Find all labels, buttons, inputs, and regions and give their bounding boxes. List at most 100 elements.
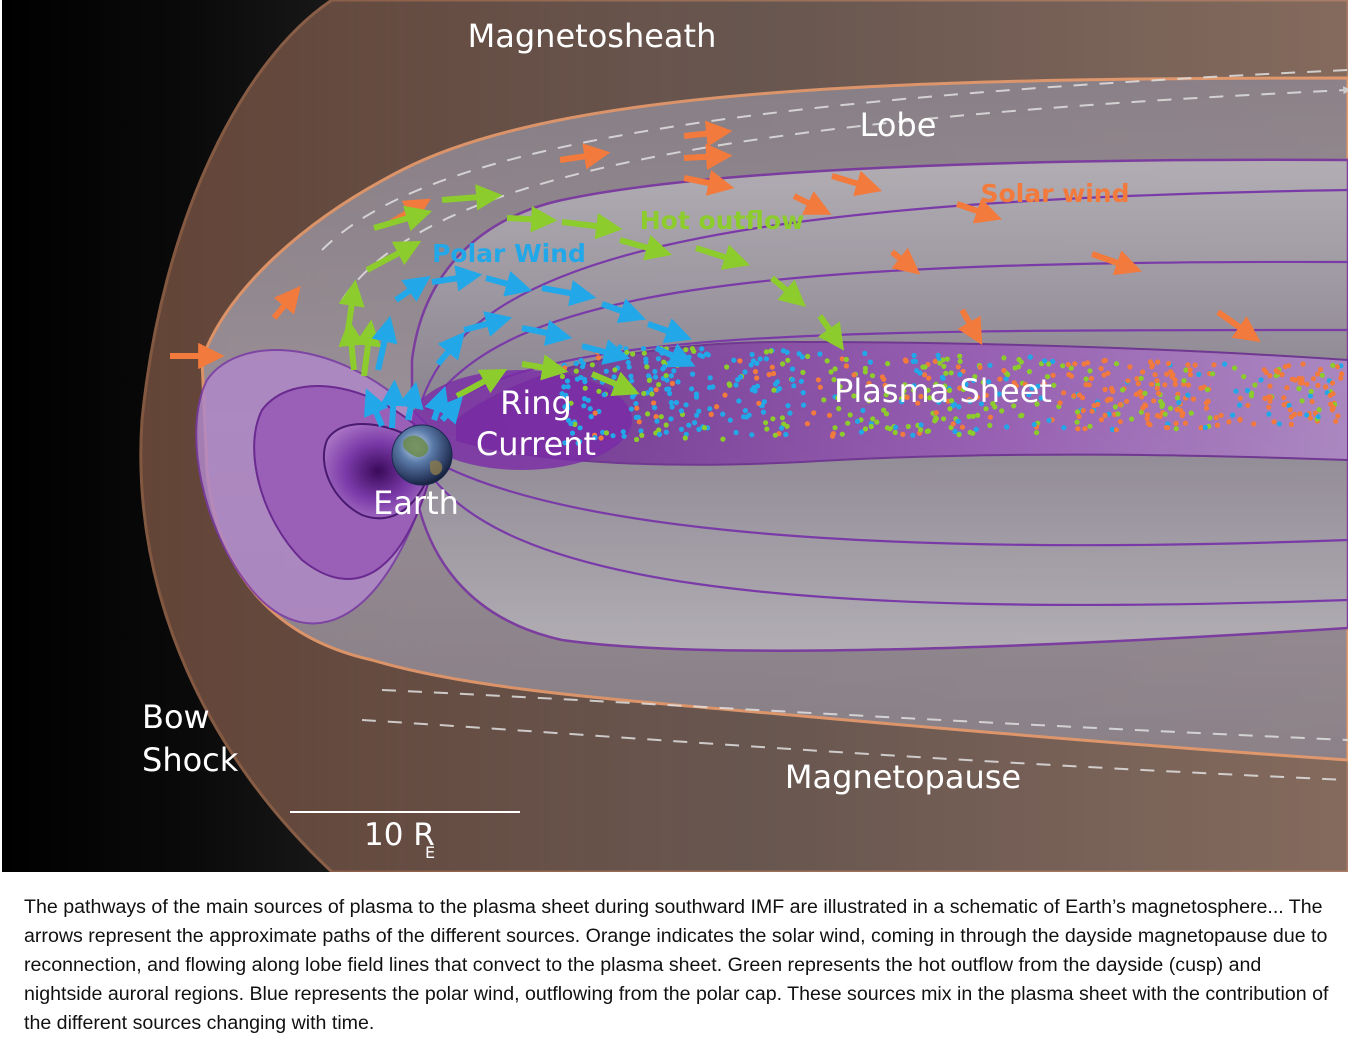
plasma-particle — [640, 346, 647, 352]
plasma-particle — [674, 362, 681, 368]
plasma-particle — [1173, 426, 1179, 432]
plasma-particle — [960, 386, 967, 393]
plasma-particle — [651, 400, 657, 406]
polar-wind-arrow — [435, 331, 465, 366]
plasma-particle — [1082, 426, 1088, 432]
plasma-particle — [1168, 369, 1174, 375]
polar-wind-arrow — [371, 315, 398, 371]
plasma-particle — [1098, 365, 1104, 372]
plasma-particle — [831, 377, 837, 383]
plasma-particle — [1333, 418, 1339, 424]
plasma-particle — [948, 370, 954, 376]
plasma-particle — [682, 435, 688, 441]
label-solar-wind: Solar wind — [980, 179, 1129, 208]
plasma-particle — [1018, 413, 1024, 419]
plasma-particle — [893, 424, 899, 430]
plasma-particle — [1266, 411, 1272, 417]
hot-outflow-arrow — [521, 354, 569, 381]
plasma-particle — [975, 412, 981, 418]
plasma-particle — [1327, 392, 1333, 399]
plasma-particle — [1044, 374, 1051, 380]
hot-outflow-arrow — [561, 213, 623, 240]
polar-wind-arrow — [397, 381, 424, 421]
plasma-particle — [1149, 381, 1155, 387]
plasma-particle — [999, 408, 1005, 414]
plasma-particle — [693, 394, 700, 400]
plasma-particle — [1190, 396, 1197, 402]
plasma-particle — [798, 378, 805, 384]
plasma-particle — [763, 420, 769, 426]
plasma-particle — [1203, 400, 1209, 406]
plasma-particle — [904, 394, 910, 400]
plasma-particle — [610, 433, 616, 439]
plasma-particle — [974, 394, 981, 400]
plasma-particle — [707, 406, 713, 412]
plasma-particle — [911, 387, 917, 393]
plasma-particle — [763, 356, 770, 362]
plasma-particle — [592, 410, 598, 416]
plasma-particle — [1109, 426, 1116, 432]
plasma-particle — [783, 431, 789, 438]
polar-wind-arrow — [431, 265, 483, 292]
plasma-particle — [1244, 387, 1251, 394]
plasma-particle — [914, 368, 920, 374]
plasma-particle — [1211, 362, 1217, 368]
label-shock: Shock — [142, 741, 239, 779]
plasma-particle — [1081, 361, 1087, 367]
plasma-particle — [1297, 380, 1303, 386]
plasma-particle — [612, 367, 618, 373]
plasma-particle — [1087, 368, 1093, 374]
plasma-particle — [592, 435, 598, 441]
plasma-particle — [1034, 401, 1040, 407]
plasma-particle — [779, 415, 786, 421]
plasma-particle — [784, 349, 790, 355]
plasma-particle — [1167, 405, 1174, 411]
plasma-particle — [581, 403, 587, 409]
plasma-particle — [752, 369, 759, 375]
plasma-particle — [1158, 398, 1164, 405]
plasma-particle — [724, 364, 730, 370]
plasma-particle — [652, 368, 658, 375]
plasma-particle — [836, 406, 842, 412]
hot-outflow-arrow — [365, 241, 422, 273]
plasma-particle — [862, 426, 869, 432]
plasma-particle — [1166, 360, 1172, 367]
solar-wind-arrow — [890, 247, 921, 275]
plasma-particle — [646, 373, 652, 379]
plasma-particle — [1263, 369, 1269, 375]
plasma-particle — [663, 422, 669, 428]
plasma-particle — [1027, 354, 1033, 360]
plasma-particle — [620, 429, 626, 435]
plasma-particle — [736, 398, 742, 404]
plasma-particle — [1198, 425, 1204, 431]
plasma-particle — [1237, 402, 1243, 408]
plasma-particle — [1181, 378, 1187, 384]
plasma-particle — [1315, 371, 1321, 377]
plasma-particle — [569, 430, 576, 436]
plasma-particle — [641, 350, 647, 356]
plasma-particle — [667, 390, 673, 397]
magnetosheath-flow-lines — [321, 69, 1348, 781]
plasma-particle — [629, 378, 635, 384]
plasma-particle — [1145, 420, 1151, 426]
plasma-particle — [1207, 415, 1213, 421]
plasma-particle — [675, 379, 681, 385]
plasma-particle — [1001, 355, 1007, 361]
plasma-particle — [1275, 369, 1281, 375]
plasma-particle — [1157, 413, 1163, 419]
plasma-particle — [1013, 383, 1019, 389]
solar-wind-arrow — [957, 308, 983, 346]
plasma-particle — [1068, 365, 1074, 371]
plasma-particle — [1330, 362, 1336, 368]
plasma-particle — [1237, 417, 1243, 423]
plasma-particle — [668, 360, 674, 366]
plasma-particle — [1172, 377, 1178, 383]
plasma-particle — [851, 393, 857, 399]
plasma-particle — [1339, 371, 1345, 377]
plasma-particle — [867, 359, 874, 365]
hot-outflow-arrow — [619, 234, 673, 261]
plasma-particle — [696, 408, 702, 414]
plasma-particle — [1026, 392, 1032, 398]
plasma-particle — [1262, 395, 1268, 402]
plasma-particle — [749, 351, 755, 358]
